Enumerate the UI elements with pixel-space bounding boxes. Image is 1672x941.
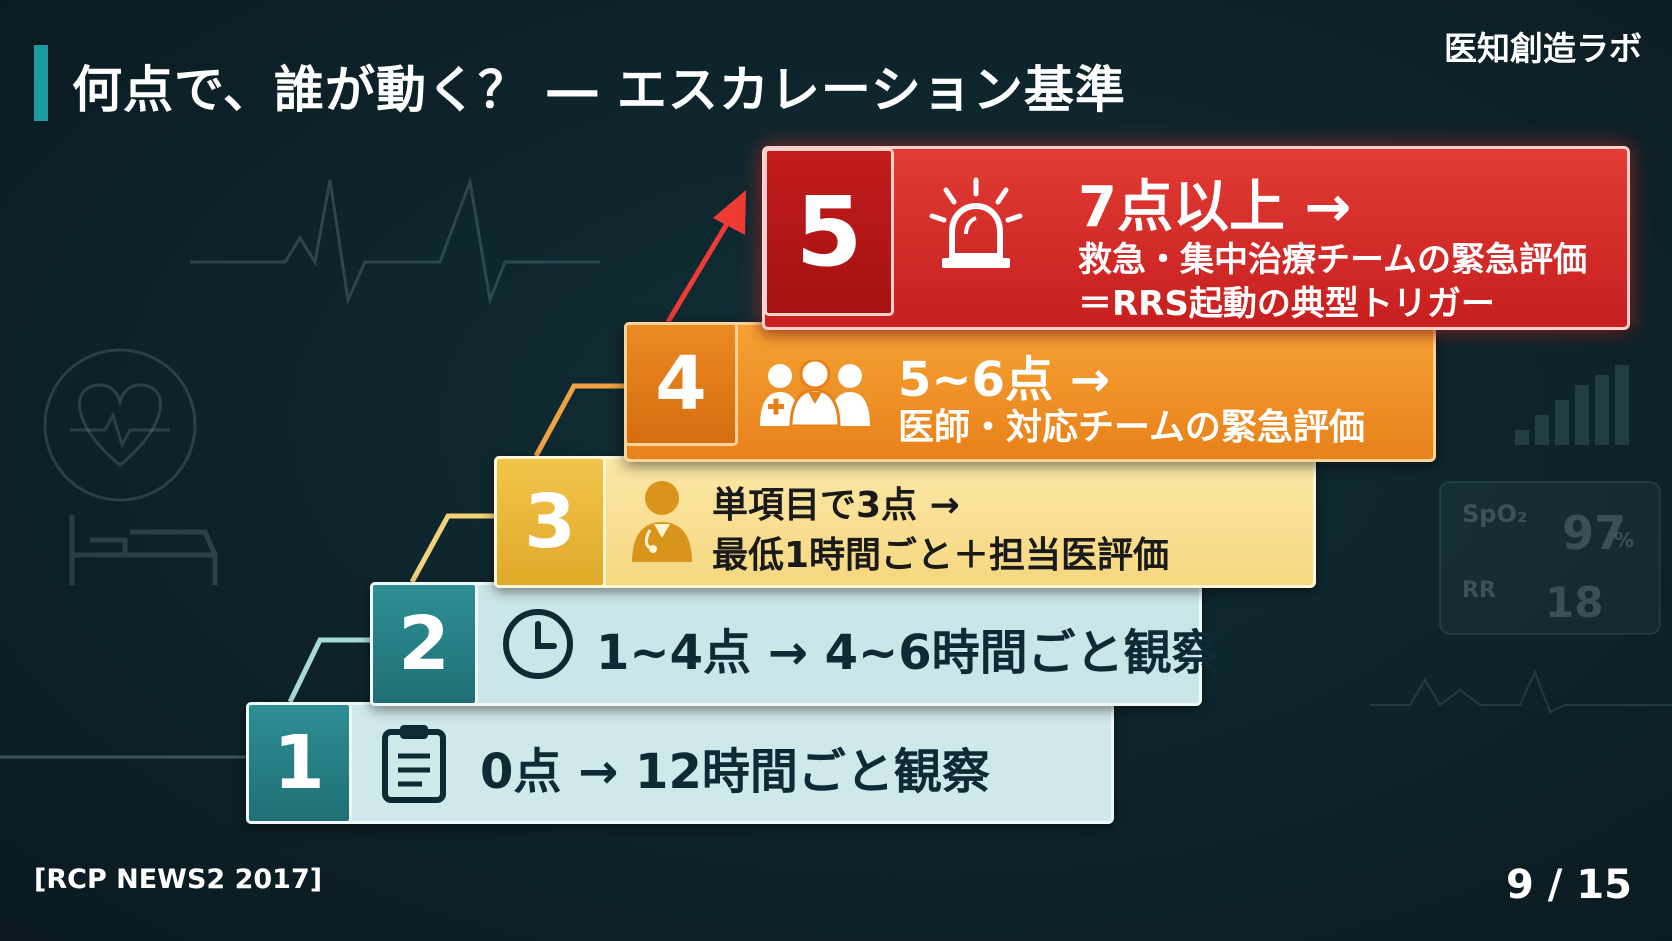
level-4-text-line1: 5~6点 → <box>898 352 1110 408</box>
team-icon <box>760 360 870 426</box>
brand-logo-text: 医知創造ラボ <box>1444 29 1642 68</box>
connector-2-3 <box>409 513 494 584</box>
level-2-badge: 2 <box>370 582 478 706</box>
alarm-light-icon <box>929 177 1023 268</box>
spo2-unit: % <box>1614 528 1635 552</box>
connector-1-2 <box>287 637 370 704</box>
level-1-badge: 1 <box>246 702 352 824</box>
bar-graph-icon <box>1515 365 1629 445</box>
level-3-text-line2: 最低1時間ごと＋担当医評価 <box>712 535 1170 576</box>
heart-monitor-icon <box>43 348 197 502</box>
clipboard-icon <box>382 725 446 803</box>
level-2-text: 1~4点 → 4~6時間ごと観察 <box>596 625 1220 681</box>
clock-icon <box>503 609 573 679</box>
escalation-level-5 <box>762 146 1630 330</box>
doctor-icon <box>632 481 692 562</box>
spo2-value: 97 <box>1562 506 1627 560</box>
page-title: 何点で、誰が動く？ ― エスカレーション基準 <box>72 61 1126 119</box>
vital-monitor-panel <box>1439 481 1661 635</box>
rr-value: 18 <box>1545 578 1604 627</box>
hospital-bed-icon <box>69 515 218 585</box>
spo2-label: SpO₂ <box>1462 500 1528 528</box>
level-3-text-line1: 単項目で3点 → <box>712 485 960 526</box>
level-5-text-line2: 救急・集中治療チームの緊急評価 <box>1078 240 1587 280</box>
level-1-text: 0点 → 12時間ごと観察 <box>480 744 990 800</box>
level-5-text-line1: 7点以上 → <box>1078 175 1352 240</box>
connector-3-4 <box>533 383 624 458</box>
source-citation: [RCP NEWS2 2017] <box>34 864 323 895</box>
arrow-up-icon <box>713 190 746 235</box>
level-4-text-line2: 医師・対応チームの緊急評価 <box>898 407 1365 448</box>
level-5-text-line3: ＝RRS起動の典型トリガー <box>1078 284 1495 324</box>
level-4-badge: 4 <box>624 322 738 446</box>
rr-label: RR <box>1462 578 1496 603</box>
page-number: 9 / 15 <box>1506 862 1632 908</box>
title-accent-bar <box>34 45 48 121</box>
level-5-badge: 5 <box>764 148 894 316</box>
ecg-line-icon <box>190 176 600 306</box>
connector-4-5 <box>665 220 731 324</box>
monitor-wave-icon <box>1370 669 1672 714</box>
level-3-badge: 3 <box>494 456 606 588</box>
escalation-level-1 <box>246 702 1114 824</box>
